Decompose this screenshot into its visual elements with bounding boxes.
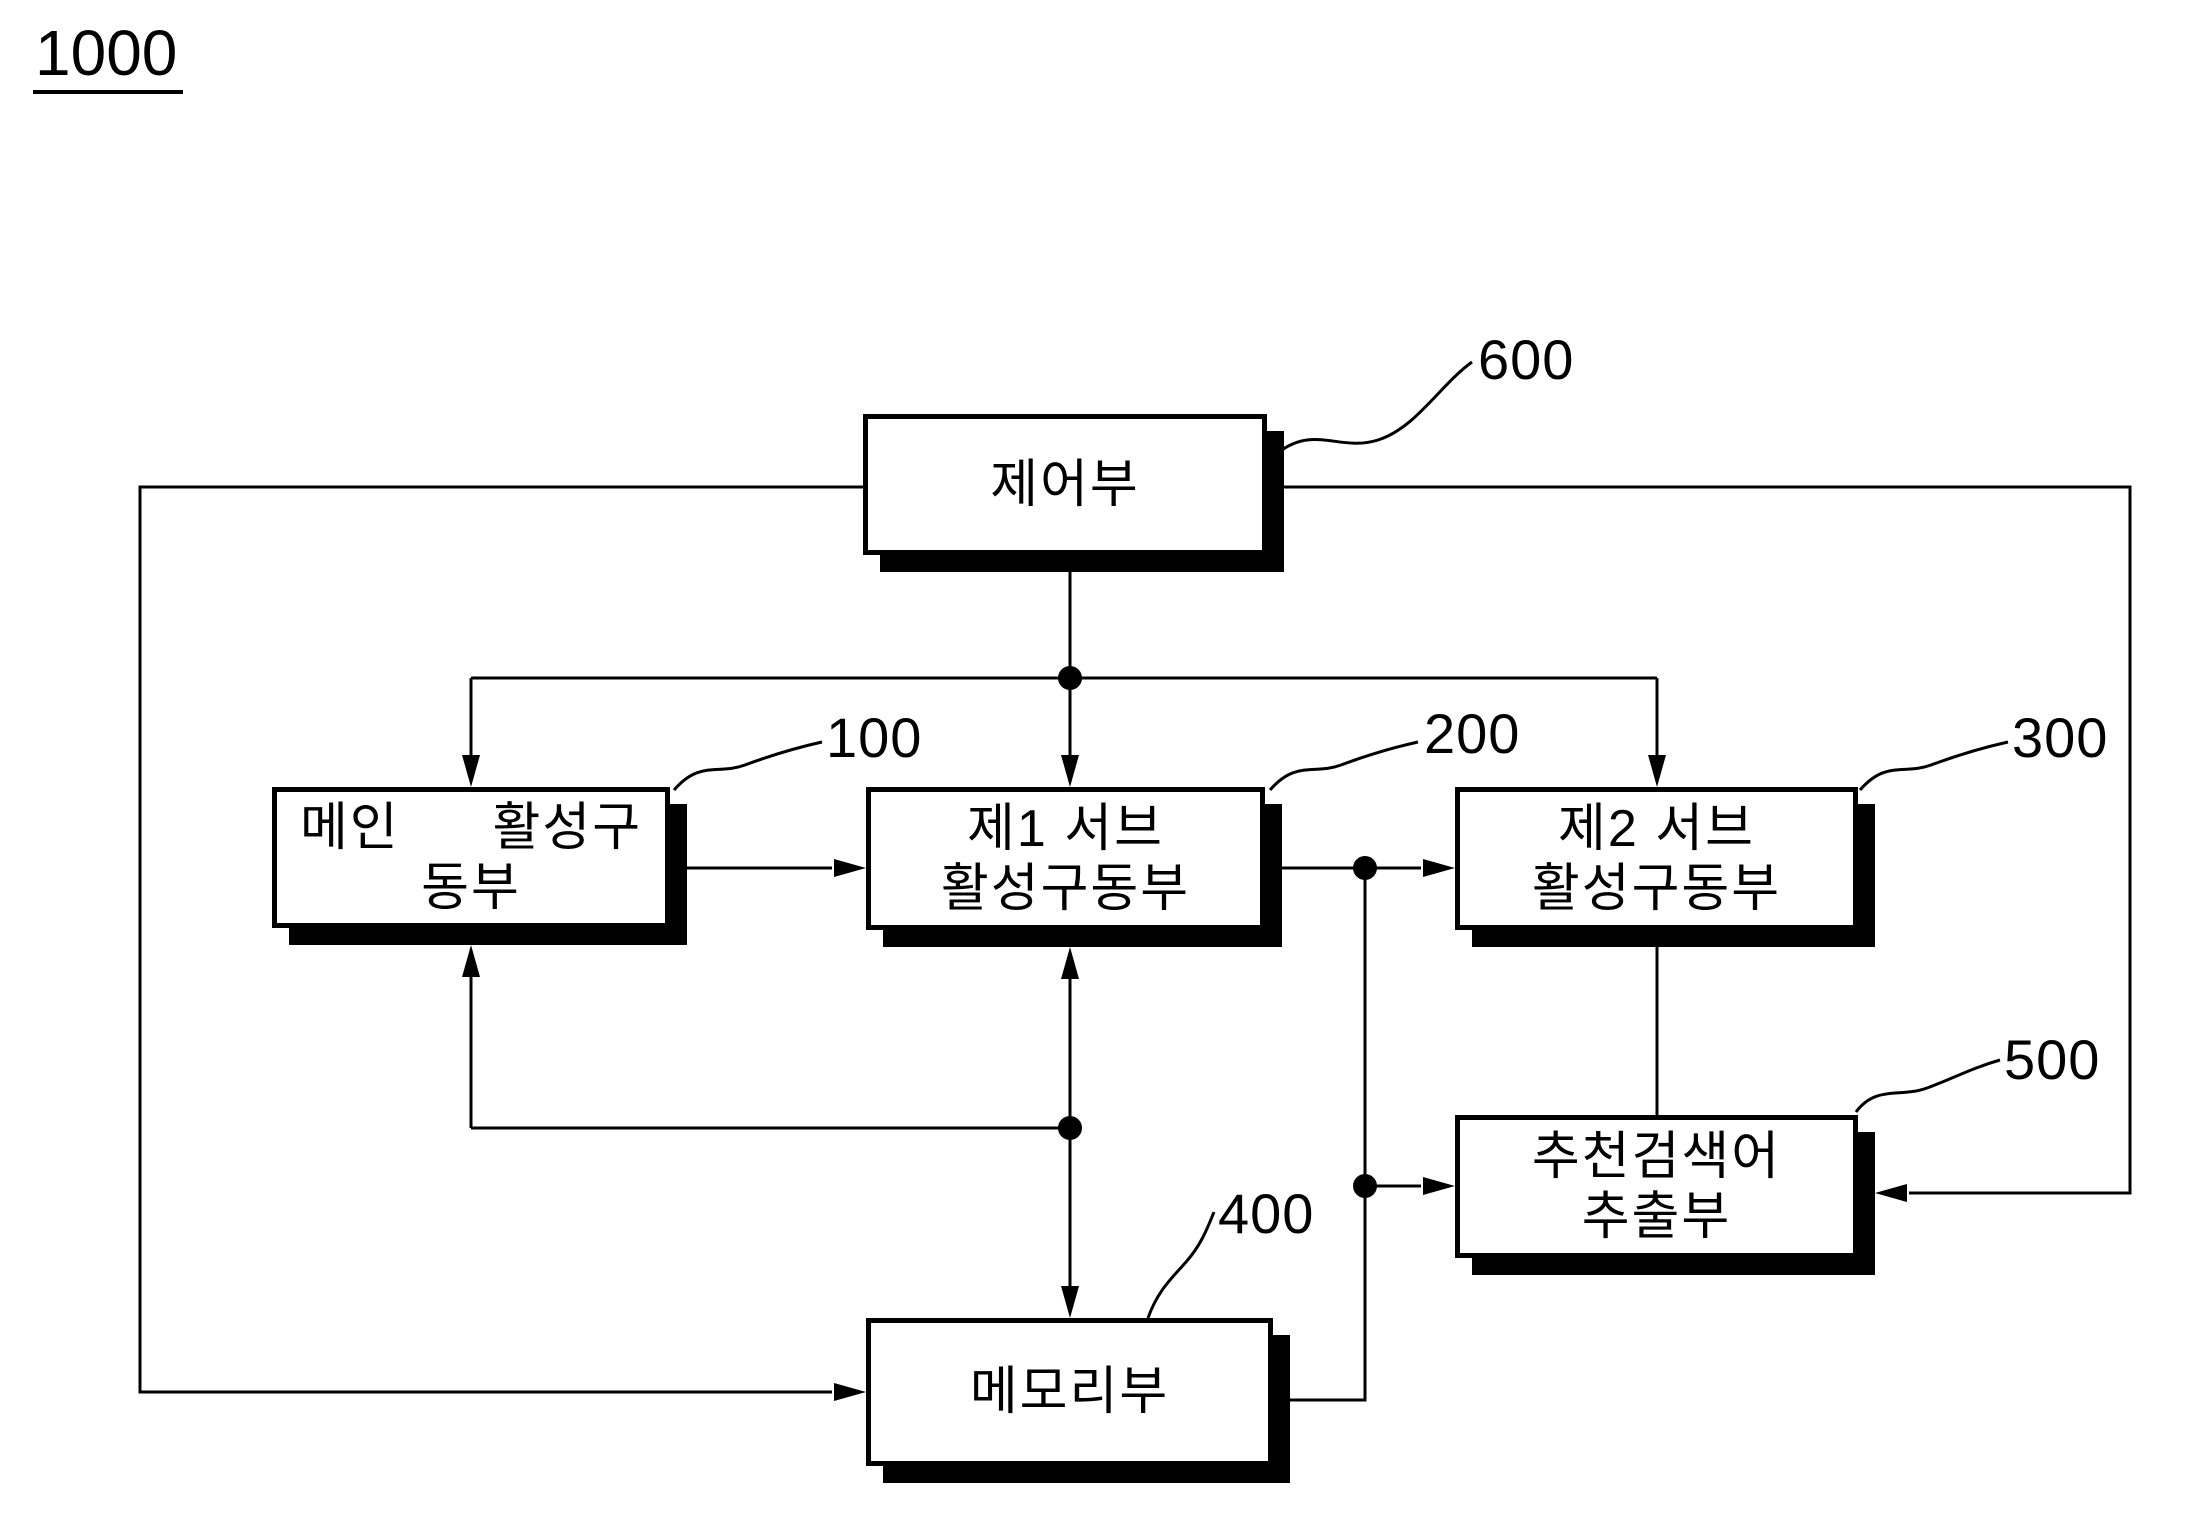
figure-reference-number: 1000 bbox=[33, 20, 184, 94]
sub1-memory-line bbox=[469, 977, 1072, 1286]
leader-100 bbox=[672, 740, 823, 791]
refnum-200: 200 bbox=[1424, 702, 1521, 765]
block-recommended-keyword-extractor-label: 추천검색어 추출부 bbox=[1531, 1127, 1782, 1246]
junction-dot-branch bbox=[1058, 666, 1082, 690]
junction-dot-mem-line bbox=[1058, 1116, 1082, 1140]
arrowhead-into-sub2-left bbox=[1423, 859, 1455, 877]
arrowhead-into-sub2-top bbox=[1648, 755, 1666, 787]
block-first-sub-active-driver-label: 제1 서브 활성구동부 bbox=[940, 799, 1191, 918]
block-second-sub-active-driver: 제2 서브 활성구동부 bbox=[1455, 787, 1858, 930]
block-control-unit: 제어부 bbox=[863, 414, 1267, 555]
junction-to-extractor-line bbox=[1273, 868, 1421, 1402]
block-main-active-driver-label: 메인 활성구동부 bbox=[299, 798, 643, 917]
arrowhead-into-sub1-top bbox=[1061, 755, 1079, 787]
feedback-loop-line bbox=[138, 485, 2132, 1394]
leader-400 bbox=[1146, 1211, 1216, 1319]
arrowhead-into-rec-right bbox=[1875, 1184, 1907, 1202]
block-first-sub-active-driver: 제1 서브 활성구동부 bbox=[866, 787, 1265, 930]
leader-lines bbox=[672, 360, 2009, 1319]
block-memory-unit-label: 메모리부 bbox=[969, 1363, 1170, 1421]
block-control-unit-label: 제어부 bbox=[990, 455, 1140, 514]
block-main-active-driver: 메인 활성구동부 bbox=[272, 787, 670, 928]
junction-dots bbox=[1058, 666, 1377, 1198]
arrowheads bbox=[462, 755, 1907, 1401]
block-recommended-keyword-extractor: 추천검색어 추출부 bbox=[1455, 1115, 1858, 1258]
block-second-sub-active-driver-label: 제2 서브 활성구동부 bbox=[1531, 799, 1782, 918]
leader-200 bbox=[1268, 740, 1419, 791]
junction-dot-rec-in bbox=[1353, 1174, 1377, 1198]
refnum-400: 400 bbox=[1218, 1182, 1315, 1245]
leader-600 bbox=[1278, 360, 1473, 454]
refnum-100: 100 bbox=[826, 706, 923, 769]
leader-500 bbox=[1854, 1058, 2001, 1113]
arrowhead-into-mem-top bbox=[1061, 1286, 1079, 1318]
block-memory-unit: 메모리부 bbox=[866, 1318, 1273, 1466]
arrowhead-into-sub1-bottom bbox=[1061, 947, 1079, 979]
arrowhead-into-main-top bbox=[462, 755, 480, 787]
refnum-500: 500 bbox=[2004, 1028, 2101, 1091]
arrowhead-into-rec-left bbox=[1423, 1177, 1455, 1195]
refnum-300: 300 bbox=[2012, 706, 2109, 769]
junction-dot-sub-out bbox=[1353, 856, 1377, 880]
arrowhead-into-main-bottom bbox=[462, 945, 480, 977]
arrowhead-into-sub1-left bbox=[834, 859, 866, 877]
arrowhead-into-mem-left bbox=[834, 1383, 866, 1401]
leader-300 bbox=[1858, 740, 2009, 791]
refnum-600: 600 bbox=[1478, 328, 1575, 391]
